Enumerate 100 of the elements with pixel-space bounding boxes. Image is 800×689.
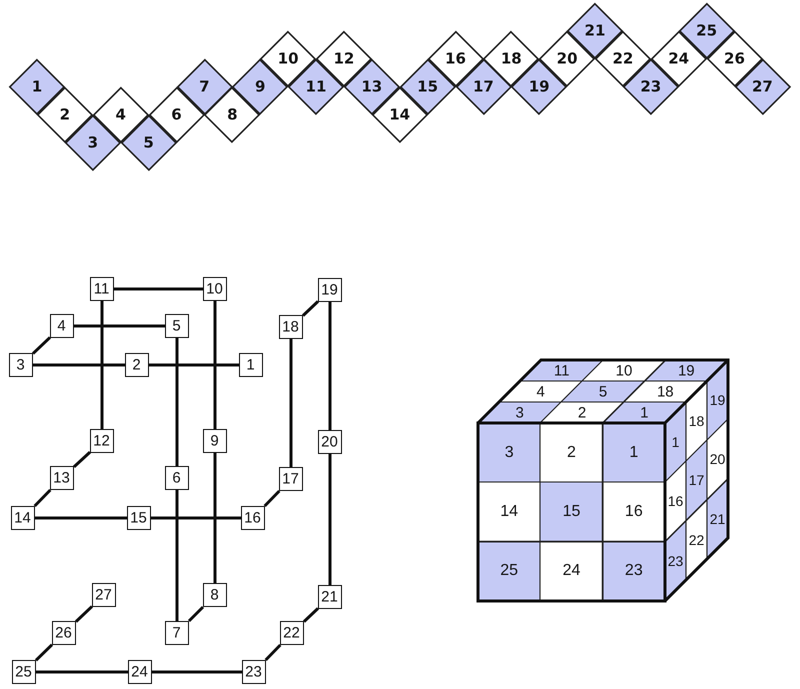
cube-cell-number: 18 bbox=[656, 384, 674, 399]
vertex-number: 14 bbox=[14, 510, 31, 525]
vertex-box bbox=[92, 583, 116, 607]
cube-cell-number: 14 bbox=[500, 504, 518, 520]
connector-line bbox=[34, 644, 54, 662]
cube-cell-number: 15 bbox=[562, 504, 580, 520]
vertex-box bbox=[11, 506, 35, 530]
vertex-box bbox=[203, 429, 227, 453]
vertex-box bbox=[318, 430, 342, 454]
tile-number: 13 bbox=[361, 79, 382, 94]
tile-number: 9 bbox=[254, 79, 266, 94]
vertex-box bbox=[203, 583, 227, 607]
cube-cell-number: 2 bbox=[578, 405, 586, 420]
connector-line bbox=[33, 364, 125, 366]
vertex-number: 15 bbox=[130, 510, 147, 525]
vertex-box bbox=[52, 621, 76, 645]
cube-cell-number: 10 bbox=[616, 363, 632, 378]
vertex-box bbox=[125, 353, 149, 377]
vertex-box bbox=[241, 506, 265, 530]
tile-number: 17 bbox=[472, 79, 494, 94]
vertex-box bbox=[279, 315, 303, 339]
connector-line bbox=[302, 607, 320, 623]
vertex-box bbox=[279, 467, 303, 491]
vertex-number: 18 bbox=[282, 319, 299, 334]
tile-number: 18 bbox=[500, 52, 522, 67]
tile-number: 5 bbox=[143, 135, 154, 150]
vertex-number: 9 bbox=[210, 433, 219, 448]
connector-line bbox=[151, 516, 241, 520]
vertex-number: 2 bbox=[132, 357, 141, 372]
cube-cell-number: 17 bbox=[688, 473, 704, 488]
cube-cell-number: 18 bbox=[688, 414, 704, 428]
vertex-number: 5 bbox=[172, 318, 181, 333]
cube-cell-number: 1 bbox=[629, 444, 638, 461]
connector-line bbox=[328, 302, 332, 430]
vertex-box bbox=[203, 277, 227, 301]
vertex-number: 12 bbox=[93, 433, 110, 448]
vertex-box bbox=[12, 660, 36, 684]
vertex-number: 11 bbox=[94, 281, 110, 296]
vertex-number: 22 bbox=[283, 625, 300, 640]
tile-number: 2 bbox=[60, 107, 70, 122]
connector-line bbox=[35, 516, 127, 520]
vertex-box bbox=[50, 314, 74, 338]
connector-line bbox=[176, 338, 178, 466]
tile-number: 3 bbox=[88, 135, 98, 150]
connector-line bbox=[328, 454, 332, 585]
connector-line bbox=[74, 324, 165, 328]
cube-cell-number: 19 bbox=[678, 363, 695, 378]
vertex-number: 19 bbox=[321, 282, 338, 297]
tile-number: 21 bbox=[584, 24, 606, 39]
vertex-number: 20 bbox=[321, 434, 338, 449]
tile-number: 16 bbox=[445, 52, 466, 67]
cube-cell-number: 3 bbox=[504, 444, 514, 461]
vertex-number: 7 bbox=[172, 625, 181, 640]
cube-cell-number: 1 bbox=[640, 405, 648, 420]
connector-line bbox=[72, 451, 92, 468]
cube-cell-number: 2 bbox=[567, 444, 576, 461]
vertex-box bbox=[165, 314, 189, 338]
tile-number: 22 bbox=[612, 52, 634, 67]
vertex-box bbox=[90, 429, 114, 453]
connector-line bbox=[36, 670, 128, 674]
vertex-number: 8 bbox=[210, 587, 219, 602]
connector-line bbox=[152, 670, 242, 674]
cube-cell-number: 23 bbox=[624, 563, 643, 580]
cube-cell-number: 3 bbox=[515, 405, 524, 420]
tile-number: 20 bbox=[556, 52, 578, 67]
tile-number: 23 bbox=[640, 79, 662, 94]
tile-number: 25 bbox=[696, 24, 718, 39]
vertex-number: 27 bbox=[95, 587, 112, 602]
vertex-box bbox=[50, 466, 74, 490]
connector-line bbox=[34, 488, 52, 508]
vertex-box bbox=[128, 660, 152, 684]
cube-cell-number: 4 bbox=[536, 384, 545, 399]
vertex-box bbox=[318, 585, 342, 609]
vertex-box bbox=[280, 621, 304, 645]
connector-line bbox=[264, 644, 282, 662]
connector-line bbox=[74, 605, 94, 623]
cube-cell-number: 16 bbox=[624, 504, 643, 520]
vertex-box bbox=[90, 277, 114, 301]
connector-line bbox=[100, 301, 104, 429]
tile-number: 15 bbox=[417, 79, 438, 94]
vertex-number: 10 bbox=[206, 281, 223, 296]
vertex-box bbox=[165, 466, 189, 490]
vertex-number: 24 bbox=[131, 664, 148, 679]
cube-cell-number: 5 bbox=[598, 384, 608, 399]
vertex-number: 13 bbox=[53, 470, 70, 485]
tile-number: 12 bbox=[333, 52, 354, 67]
connector-line bbox=[32, 336, 52, 355]
vertex-box bbox=[9, 353, 33, 377]
cube-cell-number: 24 bbox=[562, 563, 580, 580]
tile-number: 24 bbox=[668, 52, 690, 67]
cube-cell-number: 19 bbox=[710, 393, 726, 408]
connector-line bbox=[176, 490, 178, 621]
tile-number: 8 bbox=[227, 107, 238, 122]
cube-cell-number: 25 bbox=[500, 563, 518, 580]
connector-line bbox=[264, 490, 280, 508]
tile-number: 1 bbox=[32, 79, 42, 94]
cube-cell-number: 21 bbox=[710, 512, 726, 526]
vertex-box bbox=[242, 660, 266, 684]
tile-number: 6 bbox=[171, 107, 182, 122]
connector-line bbox=[149, 364, 239, 366]
